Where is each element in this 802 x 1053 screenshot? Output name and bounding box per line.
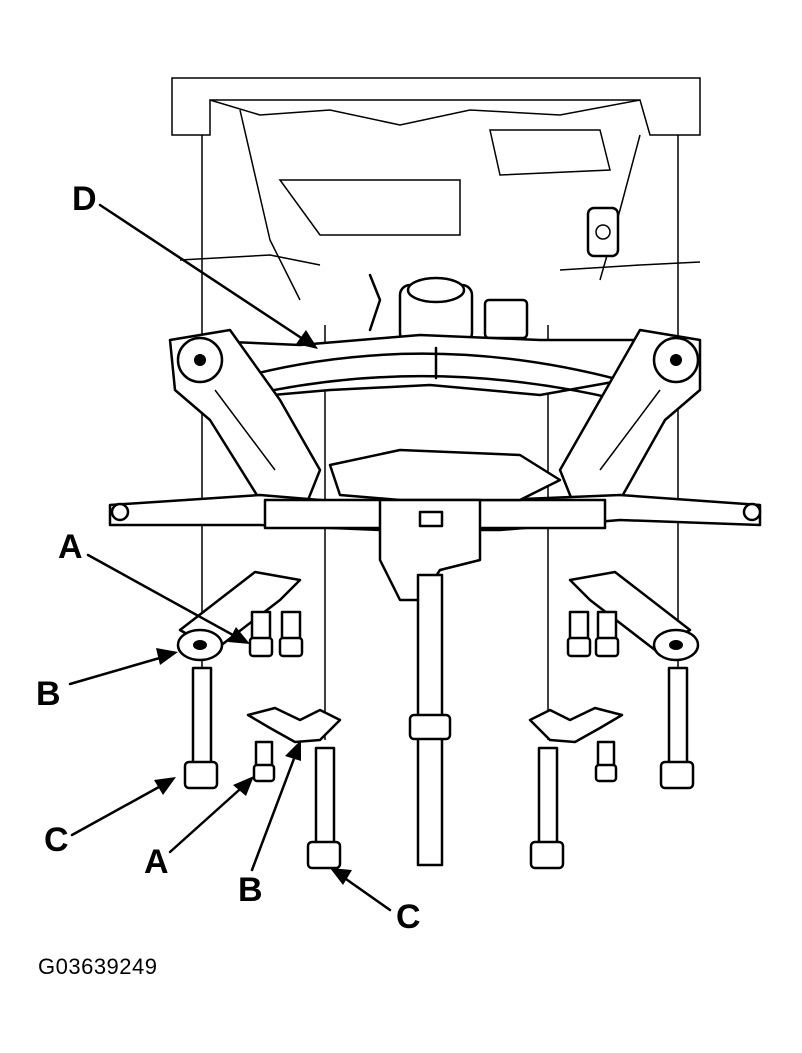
long-bolts <box>183 666 695 870</box>
callout-b-lower: B <box>238 871 263 909</box>
callout-c-right: C <box>396 898 421 936</box>
callout-a-upper: A <box>58 528 83 566</box>
callout-b-upper: B <box>36 675 61 713</box>
vehicle-body-outline <box>171 77 701 301</box>
left-bracket-upper <box>176 570 304 662</box>
right-bracket-upper <box>566 570 700 662</box>
differential-mount <box>368 273 529 345</box>
figure-id: G03639249 <box>38 954 158 979</box>
drive-shaft <box>408 573 452 867</box>
right-bracket-lower <box>528 706 624 783</box>
callout-a-lower: A <box>144 843 169 881</box>
callout-d: D <box>72 180 97 218</box>
subframe-crossmember <box>183 333 682 402</box>
alignment-guide-lines <box>201 135 679 740</box>
leader-lines <box>68 203 392 912</box>
left-bracket-lower <box>246 706 342 783</box>
callout-c-left: C <box>44 821 69 859</box>
